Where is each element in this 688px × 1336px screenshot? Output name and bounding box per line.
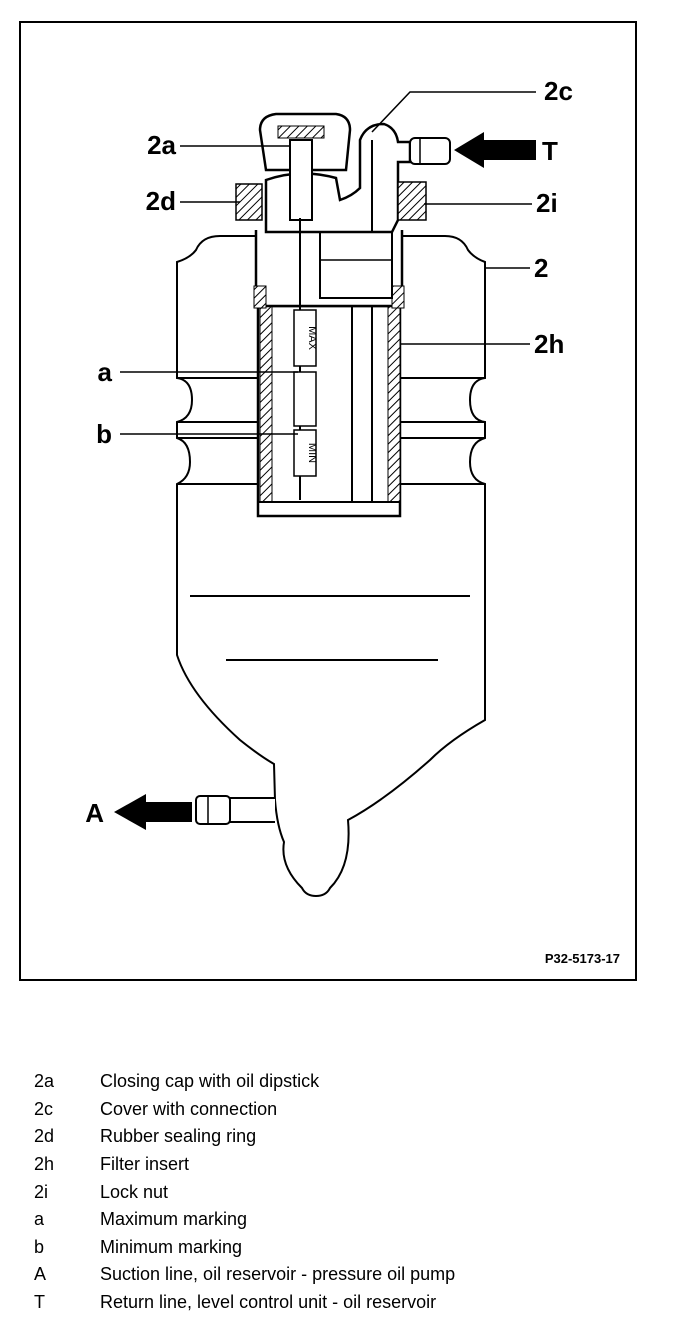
reservoir-diagram: MAX MIN 2a 2c T 2d 2i 2 2h a b A P32-517… bbox=[19, 21, 637, 981]
legend-desc: Lock nut bbox=[100, 1181, 169, 1202]
sealing-ring bbox=[235, 183, 263, 221]
dipstick-max-label: MAX bbox=[306, 326, 318, 351]
legend-row: 2d Rubber sealing ring bbox=[34, 1123, 654, 1151]
reservoir-body bbox=[176, 235, 486, 898]
callout-2: 2 bbox=[534, 253, 548, 283]
dipstick-min-label: MIN bbox=[306, 443, 318, 463]
legend: 2a Closing cap with oil dipstick 2c Cove… bbox=[34, 1068, 654, 1316]
legend-key: A bbox=[34, 1264, 47, 1285]
callout-2i: 2i bbox=[536, 188, 558, 218]
legend-desc: Filter insert bbox=[100, 1154, 190, 1175]
legend-desc: Maximum marking bbox=[100, 1209, 248, 1230]
callout-A: A bbox=[85, 798, 104, 828]
legend-row: A Suction line, oil reservoir - pressure… bbox=[34, 1261, 654, 1289]
legend-key: 2d bbox=[34, 1126, 55, 1147]
legend-row: b Minimum marking bbox=[34, 1234, 654, 1262]
callout-2a: 2a bbox=[147, 130, 176, 160]
legend-key: 2h bbox=[34, 1154, 55, 1175]
lock-nut bbox=[397, 181, 427, 221]
return-flow-arrow bbox=[454, 132, 536, 168]
suction-outlet bbox=[195, 795, 275, 825]
leader-lines bbox=[120, 91, 536, 435]
figure-id: P32-5173-17 bbox=[545, 951, 620, 966]
legend-desc: Closing cap with oil dipstick bbox=[100, 1071, 320, 1092]
filter-insert bbox=[256, 304, 402, 518]
legend-key: b bbox=[34, 1236, 45, 1257]
callout-b: b bbox=[96, 419, 112, 449]
legend-row: T Return line, level control unit - oil … bbox=[34, 1289, 654, 1317]
legend-row: 2a Closing cap with oil dipstick bbox=[34, 1068, 654, 1096]
legend-desc: Return line, level control unit - oil re… bbox=[100, 1292, 437, 1313]
legend-key: a bbox=[34, 1209, 45, 1230]
oil-dipstick: MAX MIN bbox=[293, 218, 318, 500]
callout-T: T bbox=[542, 136, 558, 166]
callout-2h: 2h bbox=[534, 329, 564, 359]
legend-desc: Suction line, oil reservoir - pressure o… bbox=[100, 1264, 456, 1285]
figure-frame bbox=[19, 21, 637, 981]
filter-cup bbox=[253, 230, 405, 309]
legend-desc: Rubber sealing ring bbox=[100, 1126, 257, 1147]
legend-key: 2i bbox=[34, 1181, 49, 1202]
legend-key: 2a bbox=[34, 1071, 55, 1092]
legend-desc: Minimum marking bbox=[100, 1236, 243, 1257]
callout-2c: 2c bbox=[544, 76, 573, 106]
legend-row: 2h Filter insert bbox=[34, 1151, 654, 1179]
callout-a: a bbox=[98, 357, 113, 387]
legend-key: 2c bbox=[34, 1098, 54, 1119]
legend-row: 2c Cover with connection bbox=[34, 1096, 654, 1124]
suction-flow-arrow bbox=[114, 794, 192, 830]
legend-row: a Maximum marking bbox=[34, 1206, 654, 1234]
legend-key: T bbox=[34, 1292, 45, 1313]
callout-2d: 2d bbox=[146, 186, 176, 216]
legend-desc: Cover with connection bbox=[100, 1098, 278, 1119]
legend-row: 2i Lock nut bbox=[34, 1178, 654, 1206]
